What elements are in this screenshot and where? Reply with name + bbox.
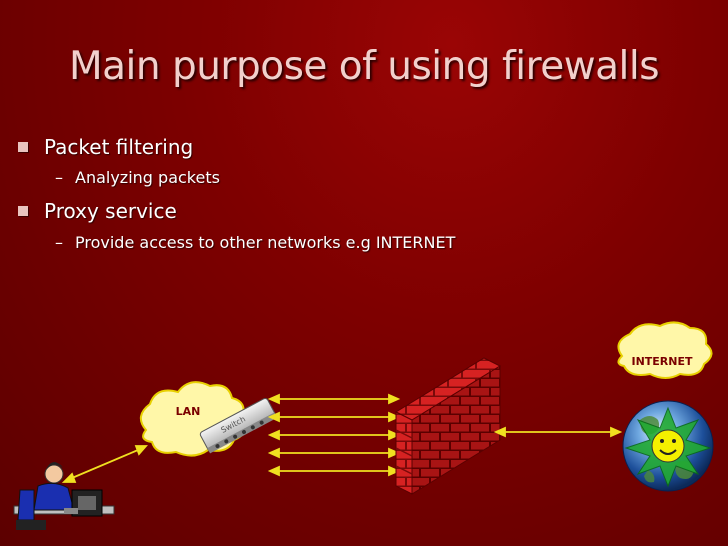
firewall-internet-link: [493, 426, 623, 438]
bullet-list: Packet filtering – Analyzing packets Pro…: [18, 135, 456, 252]
sub-bullet-analyzing-packets: Analyzing packets: [75, 168, 220, 187]
sub-bullet-provide-access: Provide access to other networks e.g INT…: [75, 233, 456, 252]
firewall-icon: [394, 357, 502, 495]
bullet-proxy-service: Proxy service: [44, 199, 177, 223]
switch-device: Switch: [199, 398, 278, 454]
sub-bullet-dash: –: [55, 233, 63, 252]
bullet-packet-filtering: Packet filtering: [44, 135, 194, 159]
user-computer-icon: [13, 462, 115, 530]
sub-bullet-dash: –: [55, 168, 63, 187]
lan-label: LAN: [176, 405, 201, 418]
bullet-square-icon: [18, 206, 28, 216]
user-lan-link: [61, 445, 148, 483]
smiley-face-icon: [659, 439, 677, 455]
internet-cloud: INTERNET: [617, 321, 713, 379]
globe-icon: [622, 400, 714, 492]
bullet-square-icon: [18, 142, 28, 152]
internet-label: INTERNET: [631, 355, 693, 368]
slide-title: Main purpose of using firewalls: [68, 44, 660, 89]
connection-lines: [267, 393, 401, 477]
